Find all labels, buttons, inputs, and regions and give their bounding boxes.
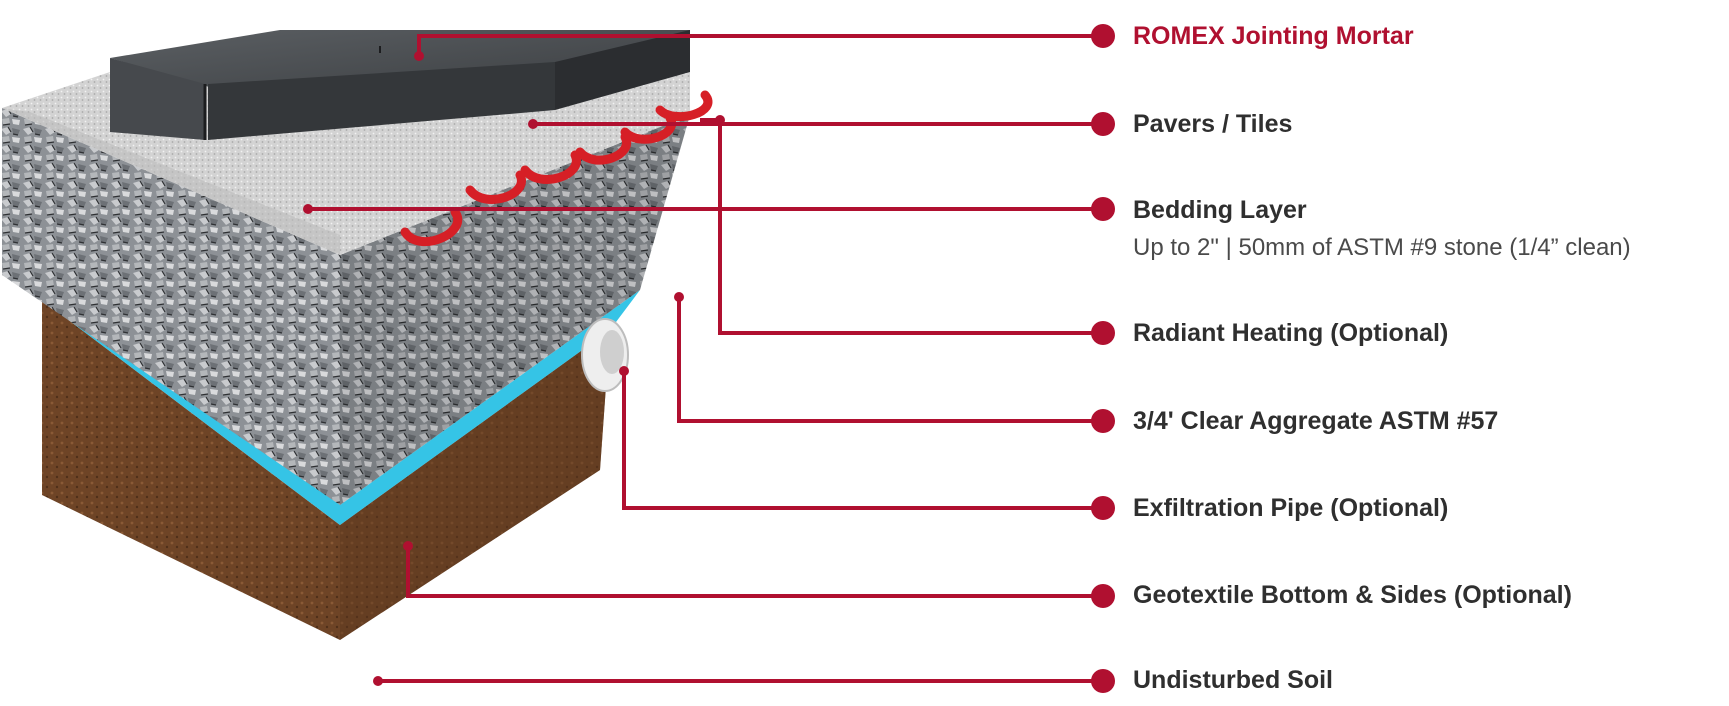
leader-start-dot xyxy=(403,541,413,551)
leader-start-dot xyxy=(373,676,383,686)
leader-end-dot xyxy=(1091,584,1115,608)
leader-end-dot xyxy=(1091,409,1115,433)
leader-end-dot xyxy=(1091,24,1115,48)
leader-line xyxy=(417,34,1100,56)
leader-line xyxy=(677,297,1100,423)
leader-line xyxy=(622,371,1100,510)
layer-label-pavers-tiles: Pavers / Tiles xyxy=(1133,110,1293,138)
leader-start-dot xyxy=(414,51,424,61)
leader-end-dot xyxy=(1091,197,1115,221)
leader-line xyxy=(406,546,1100,598)
leader-end-dot xyxy=(1091,496,1115,520)
leader-end-dot xyxy=(1091,321,1115,345)
leader-start-dot xyxy=(674,292,684,302)
leader-line xyxy=(700,118,1100,335)
soil-side-left xyxy=(42,300,340,640)
paver-front-right xyxy=(208,62,555,140)
layer-label-geotextile: Geotextile Bottom & Sides (Optional) xyxy=(1133,581,1572,609)
layer-label-undisturbed-soil: Undisturbed Soil xyxy=(1133,666,1333,694)
layer-sublabel-bedding-layer: Up to 2" | 50mm of ASTM #9 stone (1/4” c… xyxy=(1133,234,1631,261)
layer-label-clear-aggregate: 3/4' Clear Aggregate ASTM #57 xyxy=(1133,407,1499,435)
leader-end-dot xyxy=(1091,669,1115,693)
layer-label-romex-jointing-mortar: ROMEX Jointing Mortar xyxy=(1133,22,1414,50)
aggregate-side-left xyxy=(2,108,340,505)
paver-front-left xyxy=(110,58,205,140)
layer-label-bedding-layer: Bedding Layer xyxy=(1133,196,1307,224)
leader-start-dot xyxy=(303,204,313,214)
leader-end-dot xyxy=(1091,112,1115,136)
layer-label-radiant-heating: Radiant Heating (Optional) xyxy=(1133,319,1449,347)
aggregate-side-right xyxy=(340,115,690,505)
layer-label-exfiltration-pipe: Exfiltration Pipe (Optional) xyxy=(1133,494,1449,522)
leader-start-dot xyxy=(528,119,538,129)
leader-start-dot xyxy=(715,115,725,125)
leader-start-dot xyxy=(619,366,629,376)
